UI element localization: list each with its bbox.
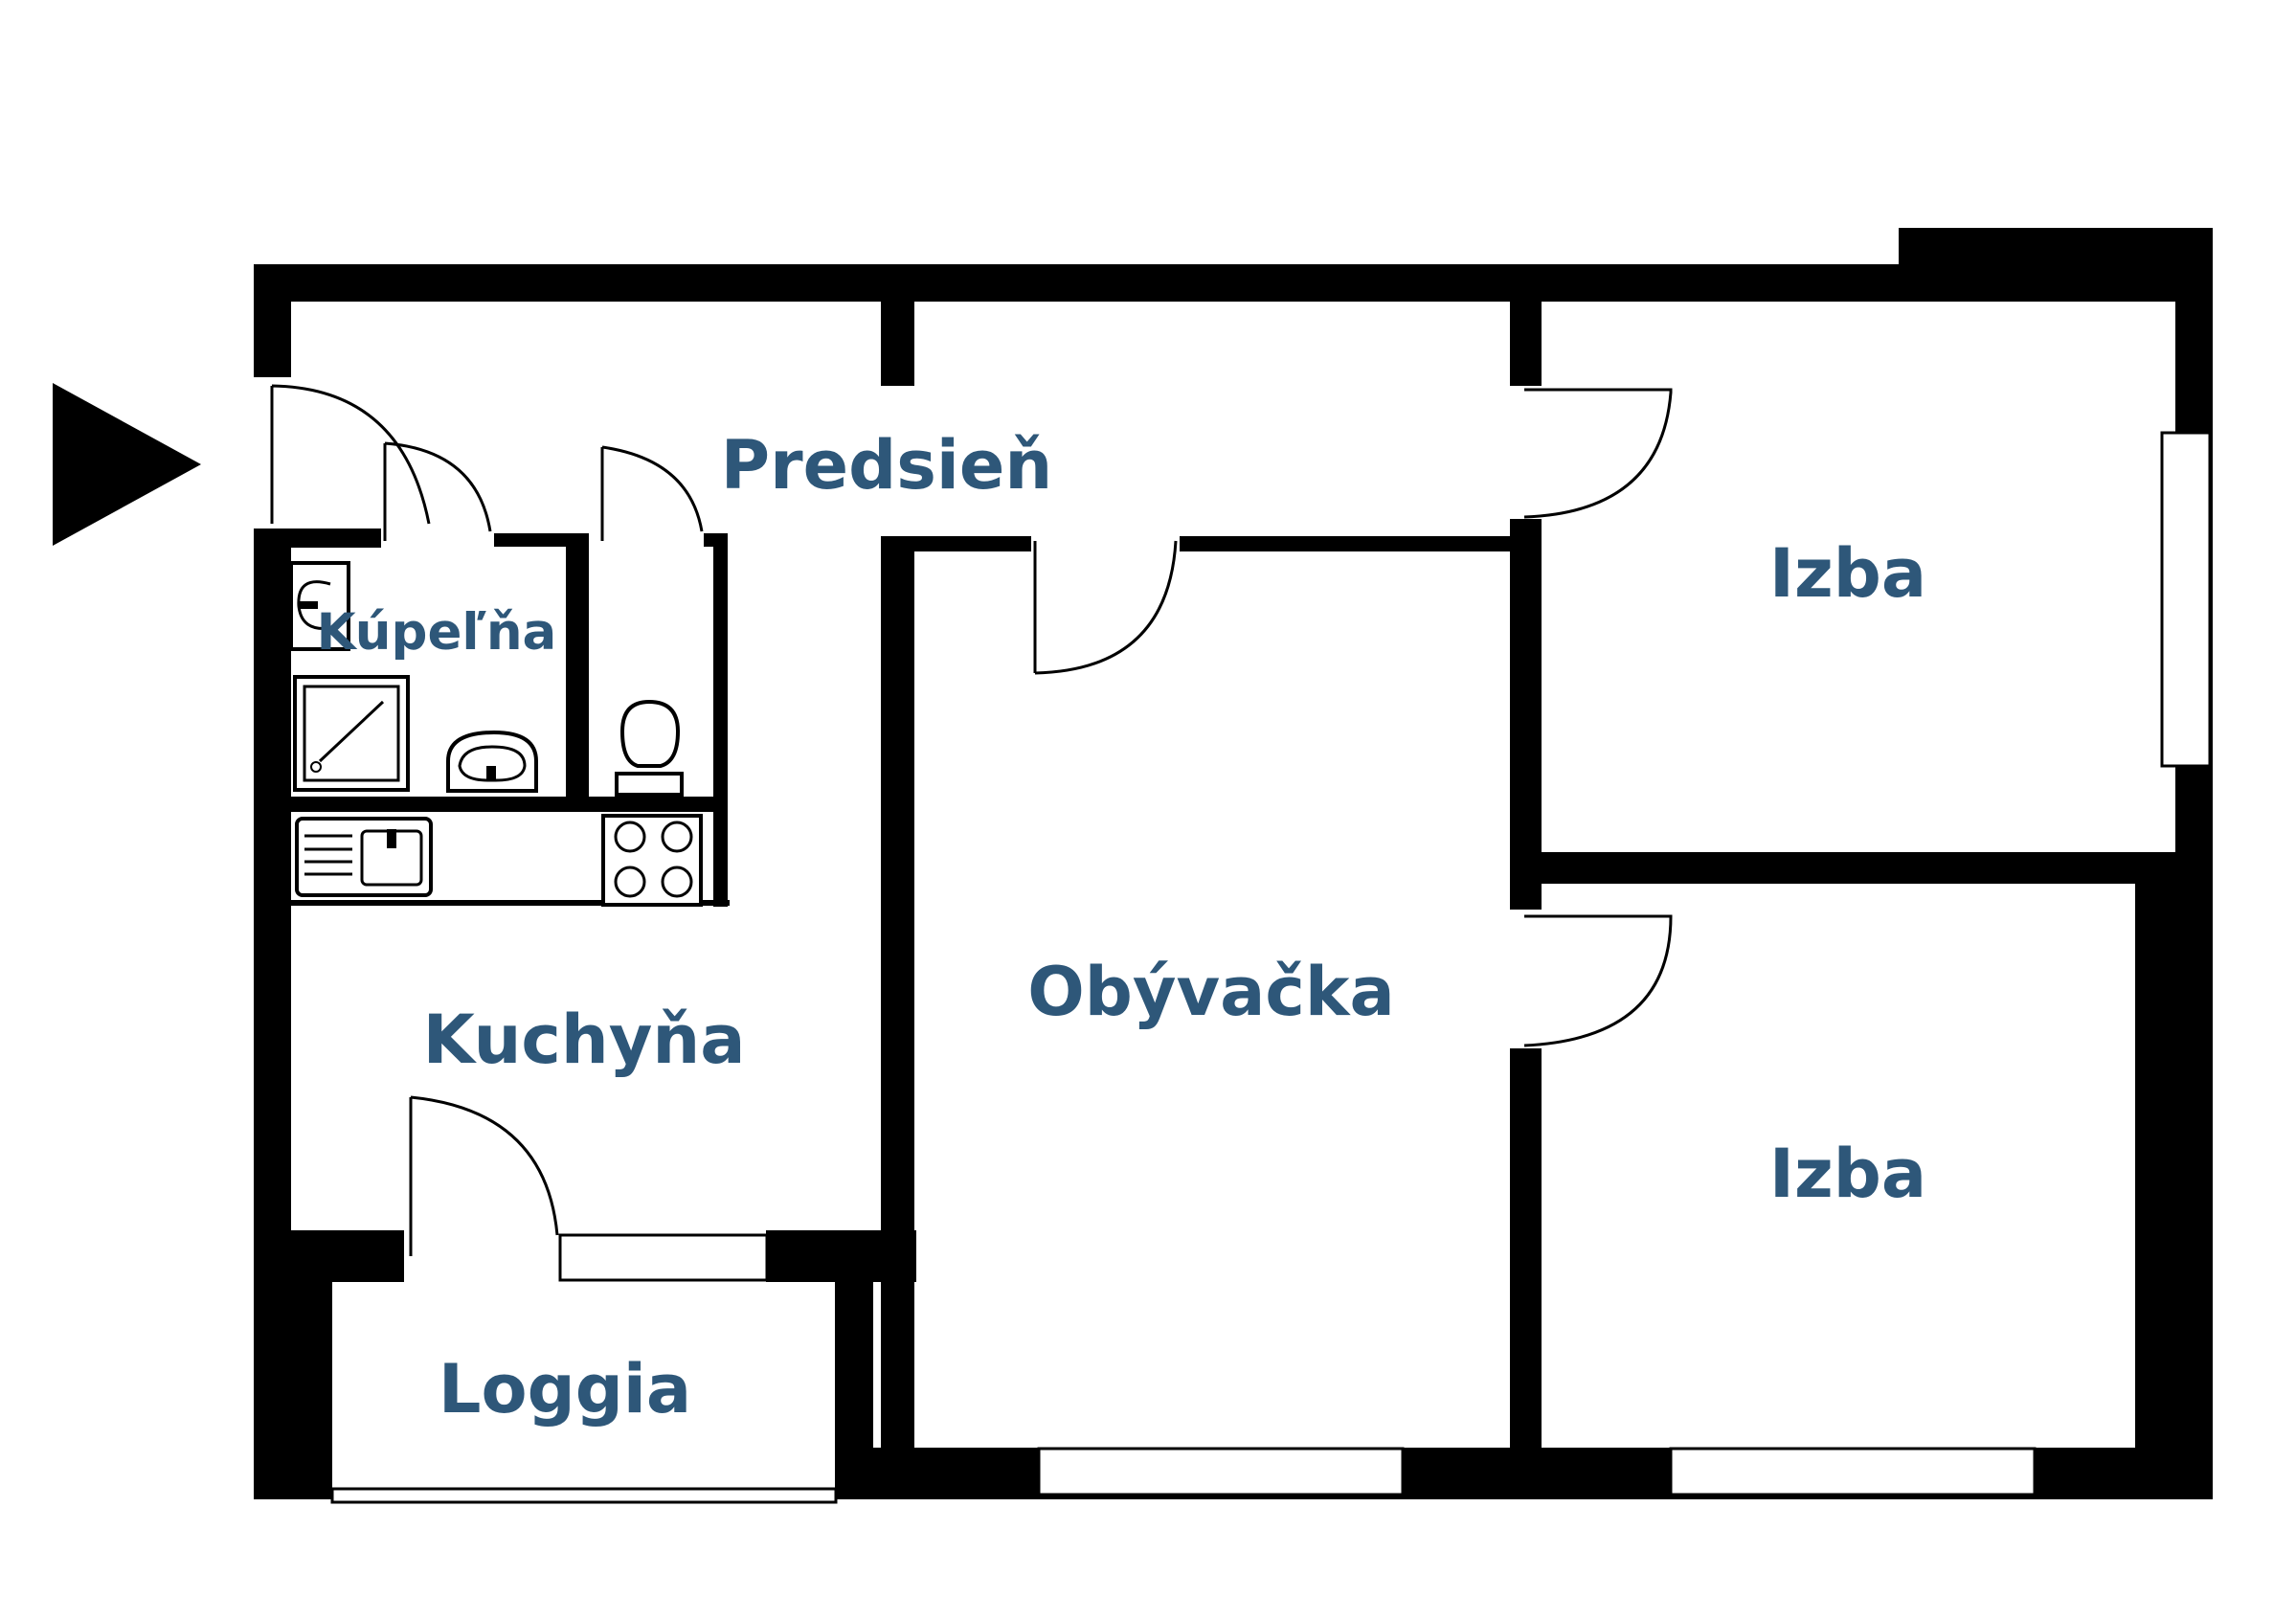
loggia-label: Loggia — [439, 1350, 691, 1428]
windows — [330, 431, 2212, 1504]
kitchen-label: Kuchyňa — [423, 1001, 746, 1079]
hall-label: Predsieň — [721, 426, 1052, 505]
room-2-label: Izba — [1769, 1135, 1926, 1213]
living-room-label: Obývačka — [1027, 953, 1394, 1031]
bathroom-sink-icon — [289, 561, 350, 651]
fixtures — [289, 561, 730, 907]
doors — [270, 384, 1673, 1256]
washbasin-icon — [446, 730, 538, 793]
shower-icon — [293, 675, 410, 792]
entrance-arrow-icon — [53, 383, 201, 546]
toilet-icon — [615, 699, 684, 797]
walls — [254, 228, 2213, 1499]
kitchen-sink-icon — [295, 817, 433, 897]
room-1-label: Izba — [1769, 534, 1926, 613]
room-labels: Predsieň Kúpeľňa Kuchyňa Obývačka Izba I… — [317, 426, 1926, 1428]
cooktop-icon — [601, 814, 703, 907]
bathroom-label: Kúpeľňa — [317, 603, 557, 662]
